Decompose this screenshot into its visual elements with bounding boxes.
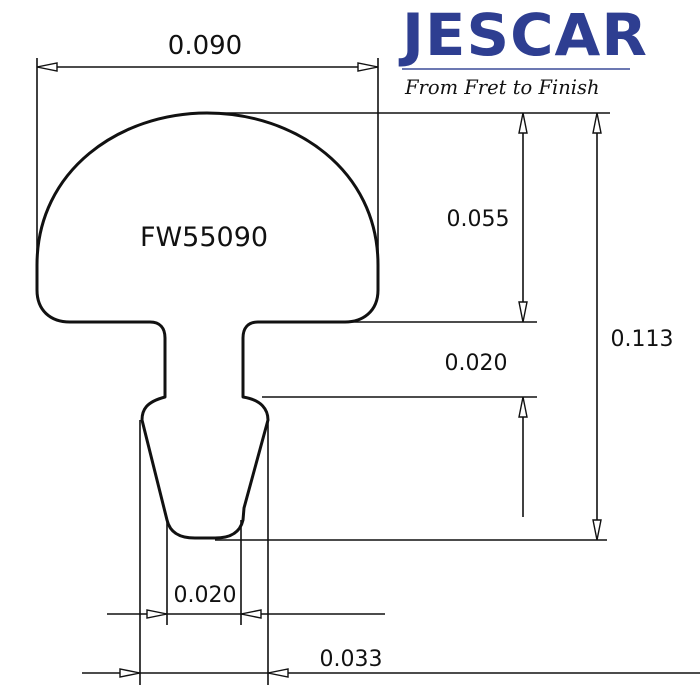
brand-logo: JESCAR From Fret to Finish [402, 2, 647, 99]
dimension-crown-width [36, 58, 379, 262]
total-height-label: 0.113 [611, 327, 674, 352]
tang-width-label: 0.020 [174, 583, 237, 608]
crown-height-label: 0.055 [447, 207, 510, 232]
dimension-crown-height: 0.055 [447, 112, 528, 323]
dimension-total-height: 0.113 [592, 112, 674, 541]
dimension-barb-width: 0.033 [82, 647, 700, 678]
barb-width-label: 0.033 [320, 647, 383, 672]
fret-profile-outline [35, 111, 380, 540]
dimension-tang-gap: 0.020 [445, 351, 528, 517]
dimension-extension-lines [208, 112, 610, 541]
brand-divider [402, 68, 630, 70]
part-model-label: FW55090 [140, 222, 268, 253]
bottom-extension-lines [139, 420, 269, 685]
tang-gap-label: 0.020 [445, 351, 508, 376]
brand-tagline: From Fret to Finish [405, 76, 600, 99]
brand-name: JESCAR [402, 1, 648, 69]
crown-width-label: 0.090 [168, 31, 242, 61]
dimension-tang-width: 0.020 [107, 583, 385, 619]
